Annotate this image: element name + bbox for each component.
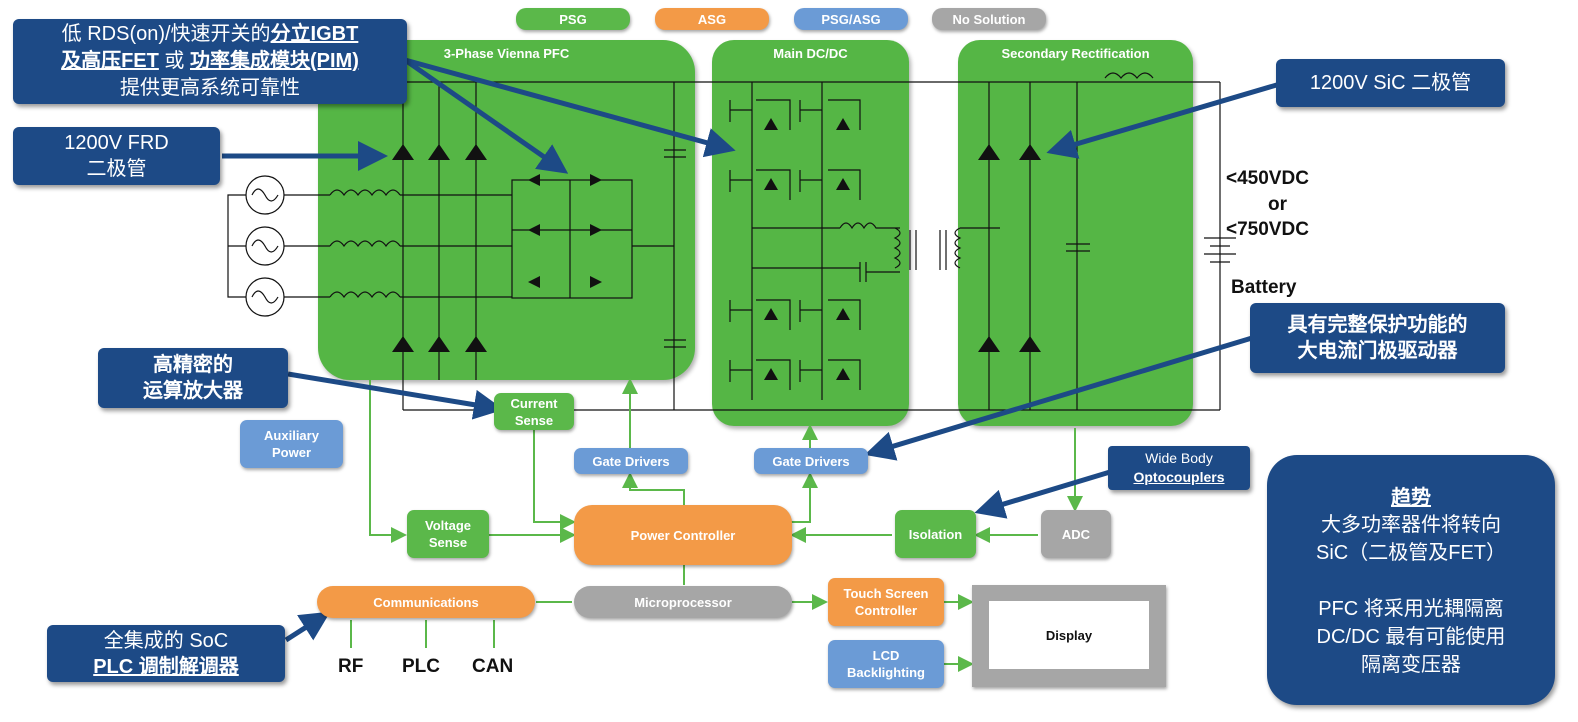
lcd-backlighting-box: LCD Backlighting	[828, 640, 944, 688]
igbt-callout-line2: 及高压FET 或 功率集成模块(PIM)	[61, 50, 359, 72]
legend-psg: PSG	[516, 8, 630, 30]
display-screen: Display	[989, 601, 1149, 669]
battery-label: Battery	[1231, 277, 1297, 298]
pfc-title: 3-Phase Vienna PFC	[443, 46, 570, 61]
trend-body: 大多功率器件将转向 SiC（二极管及FET） PFC 将采用光耦隔离 DC/DC…	[1316, 514, 1506, 676]
voltage-or: or	[1268, 194, 1287, 215]
current-sense-box: Current Sense	[494, 393, 574, 430]
opamp-callout: 高精密的 运算放大器	[98, 348, 288, 408]
optocouplers-callout: Wide Body Optocouplers	[1108, 446, 1250, 490]
adc-box: ADC	[1041, 510, 1111, 558]
bus-can: CAN	[472, 656, 514, 677]
rectification-block: Secondary Rectification	[958, 40, 1193, 426]
voltage-sense-box: Voltage Sense	[407, 510, 489, 558]
isolation-box: Isolation	[895, 510, 976, 558]
power-controller-box: Power Controller	[574, 505, 792, 565]
legend-no-solution: No Solution	[932, 8, 1046, 30]
gate-drivers-dcdc-box: Gate Drivers	[754, 448, 868, 474]
rectification-title: Secondary Rectification	[1001, 46, 1150, 61]
display-label: Display	[1045, 627, 1093, 643]
dcdc-block: Main DC/DC	[712, 40, 909, 426]
optocouplers-line1: Wide Body	[1145, 450, 1213, 466]
igbt-callout-line1: 低 RDS(on)/快速开关的分立IGBT	[61, 23, 359, 45]
trend-title: 趋势	[1391, 487, 1431, 509]
gate-driver-callout: 具有完整保护功能的 大电流门极驱动器	[1250, 303, 1505, 373]
communications-box: Communications	[317, 586, 535, 618]
display-frame: Display	[972, 585, 1166, 687]
frd-callout: 1200V FRD 二极管	[13, 127, 220, 185]
voltage-450: <450VDC	[1226, 168, 1309, 189]
legend-asg: ASG	[655, 8, 769, 30]
igbt-callout: 低 RDS(on)/快速开关的分立IGBT 及高压FET 或 功率集成模块(PI…	[13, 19, 407, 104]
voltage-750: <750VDC	[1226, 219, 1309, 240]
soc-line2: PLC 调制解调器	[93, 656, 239, 678]
microprocessor-box: Microprocessor	[574, 586, 792, 618]
soc-callout: 全集成的 SoC PLC 调制解调器	[47, 625, 285, 682]
igbt-callout-line3: 提供更高系统可靠性	[120, 77, 300, 99]
gate-drivers-pfc-box: Gate Drivers	[574, 448, 688, 474]
touch-screen-controller-box: Touch Screen Controller	[828, 578, 944, 626]
bus-rf: RF	[338, 656, 364, 677]
auxiliary-power-box: Auxiliary Power	[240, 420, 343, 468]
legend-psg-asg: PSG/ASG	[794, 8, 908, 30]
sic-diode-callout: 1200V SiC 二极管	[1276, 59, 1505, 107]
soc-line1: 全集成的 SoC	[103, 630, 229, 652]
trend-panel: 趋势 大多功率器件将转向 SiC（二极管及FET） PFC 将采用光耦隔离 DC…	[1267, 455, 1555, 705]
optocouplers-line2: Optocouplers	[1133, 469, 1225, 485]
bus-plc: PLC	[402, 656, 440, 677]
dcdc-title: Main DC/DC	[773, 46, 848, 61]
